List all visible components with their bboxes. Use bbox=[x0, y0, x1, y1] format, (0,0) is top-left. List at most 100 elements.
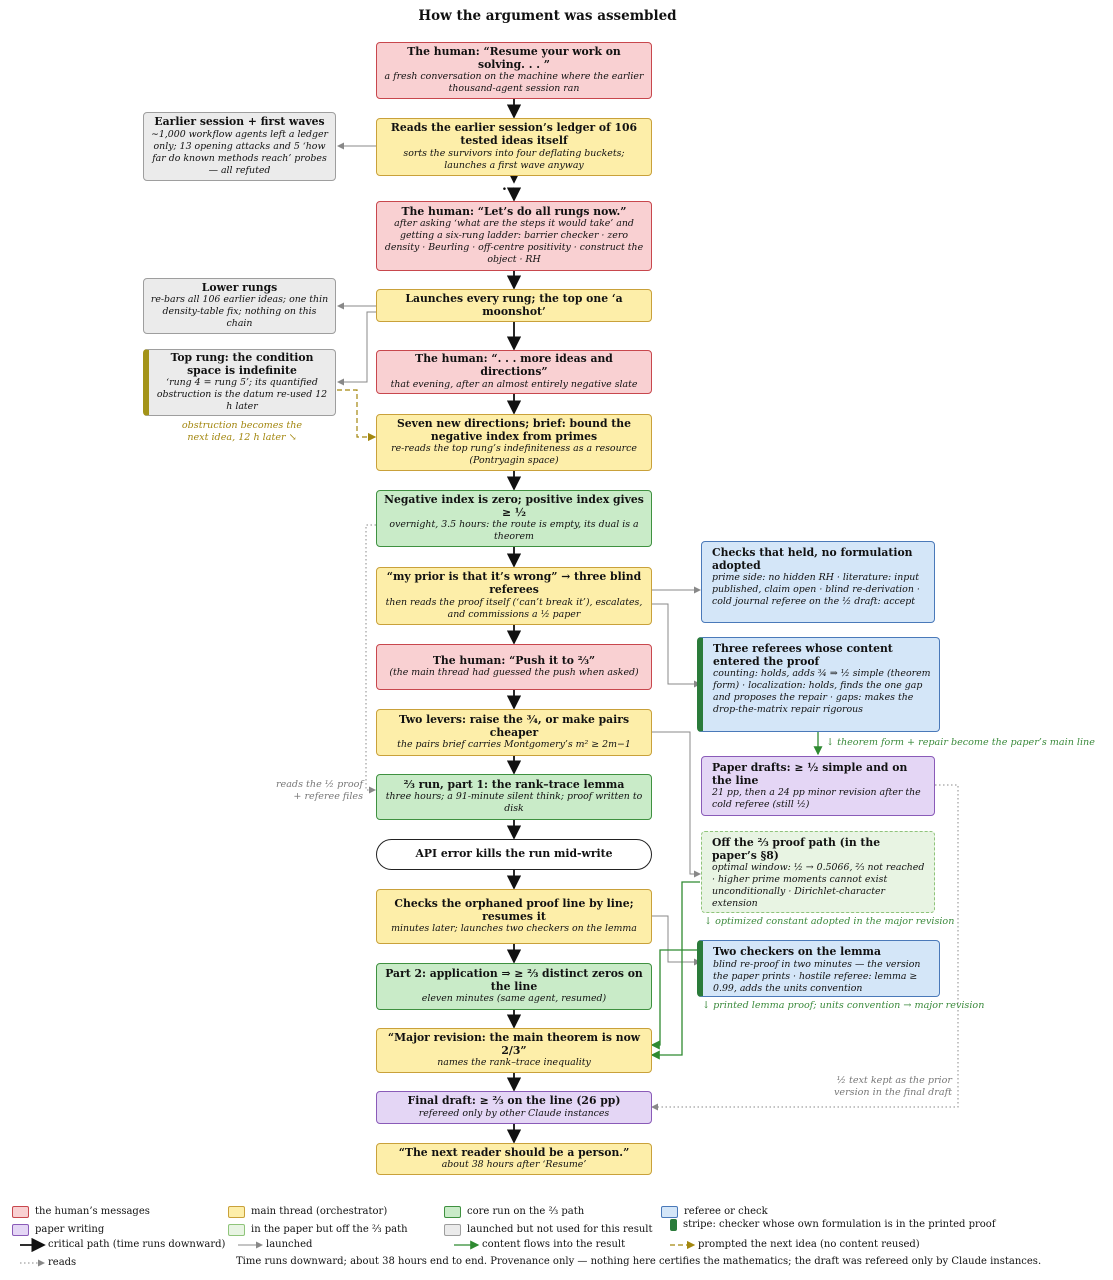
legend-green: core run on the ⅔ path bbox=[444, 1206, 584, 1218]
legend-reads: reads bbox=[48, 1257, 76, 1269]
box-levers: Two levers: raise the ¾, or make pairs c… bbox=[376, 709, 652, 756]
legend-stripe-label: stripe: checker whose own formulation is… bbox=[683, 1219, 996, 1230]
box-top-rung-head: Top rung: the condition space is indefin… bbox=[170, 350, 314, 377]
box-rungs: The human: “Let’s do all rungs now.” aft… bbox=[376, 201, 652, 271]
box-ledger: Reads the earlier session’s ledger of 10… bbox=[376, 118, 652, 176]
legend-critical: critical path (time runs downward) bbox=[48, 1239, 225, 1251]
box-prior: “my prior is that it’s wrong” → three bl… bbox=[376, 567, 652, 625]
box-seven-directions-head: Seven new directions; brief: bound the n… bbox=[397, 416, 631, 443]
legend-yellow: main thread (orchestrator) bbox=[228, 1206, 387, 1218]
box-paper-drafts-sub: 21 pp, then a 24 pp minor revision after… bbox=[712, 787, 921, 811]
legend-blue-label: referee or check bbox=[684, 1206, 768, 1217]
box-negative-index: Negative index is zero; positive index g… bbox=[376, 490, 652, 547]
box-lower-rungs: Lower rungs re-bars all 106 earlier idea… bbox=[143, 278, 336, 334]
box-off-path: Off the ⅔ proof path (in the paper’s §8)… bbox=[701, 831, 935, 913]
box-major-revision-head: “Major revision: the main theorem is now… bbox=[387, 1030, 641, 1057]
box-ledger-head: Reads the earlier session’s ledger of 10… bbox=[390, 121, 638, 147]
box-checks-held-sub: prime side: no hidden RH · literature: i… bbox=[712, 572, 920, 608]
box-seven-directions-sub: re-reads the top rung’s indefiniteness a… bbox=[391, 443, 637, 467]
box-part2-head: Part 2: application ⇒ ≥ ⅔ distinct zeros… bbox=[385, 966, 643, 993]
box-part2-sub: eleven minutes (same agent, resumed) bbox=[421, 993, 607, 1005]
box-earlier-session-head: Earlier session + first waves bbox=[154, 115, 325, 129]
box-two-checkers-sub: blind re-proof in two minutes — the vers… bbox=[713, 958, 921, 994]
box-top-rung-sub: ‘rung 4 = rung 5’; its quantified obstru… bbox=[156, 377, 328, 413]
box-launches-head: Launches every rung; the top one ‘a moon… bbox=[405, 291, 623, 318]
content-flow-arrows bbox=[650, 732, 823, 1060]
box-negative-index-sub: overnight, 3.5 hours: the route is empty… bbox=[389, 519, 639, 543]
box-earlier-session-sub: ∼1,000 workflow agents left a ledger onl… bbox=[150, 128, 329, 176]
box-push: The human: “Push it to ⅔” (the main thre… bbox=[376, 644, 652, 690]
box-paper-drafts: Paper drafts: ≥ ½ simple and on the line… bbox=[701, 756, 935, 816]
box-part1-sub: three hours; a 91-minute silent think; p… bbox=[385, 791, 643, 815]
box-prior-head: “my prior is that it’s wrong” → three bl… bbox=[386, 570, 642, 596]
box-next-reader-sub: about 38 hours after ‘Resume’ bbox=[441, 1159, 587, 1171]
box-launches: Launches every rung; the top one ‘a moon… bbox=[376, 289, 652, 322]
box-push-head: The human: “Push it to ⅔” bbox=[432, 653, 596, 667]
legend-content-label: content flows into the result bbox=[482, 1239, 626, 1250]
reads-arrows bbox=[365, 524, 959, 1111]
box-more-ideas-sub: that evening, after an almost entirely n… bbox=[390, 378, 638, 390]
box-resume: The human: “Resume your work on solving.… bbox=[376, 42, 652, 99]
legend-swatch-purple bbox=[12, 1224, 29, 1236]
box-three-referees-sub: counting: holds, adds ¾ ⇒ ½ simple (theo… bbox=[713, 668, 931, 716]
box-lower-rungs-head: Lower rungs bbox=[201, 280, 278, 294]
legend-blue: referee or check bbox=[661, 1206, 768, 1218]
box-final-draft-sub: refereed only by other Claude instances bbox=[418, 1107, 610, 1119]
box-api-error: API error kills the run mid-write bbox=[376, 839, 652, 870]
box-seven-directions: Seven new directions; brief: bound the n… bbox=[376, 414, 652, 471]
ellipsis-gap: … bbox=[502, 178, 517, 194]
box-paper-drafts-head: Paper drafts: ≥ ½ simple and on the line bbox=[712, 761, 908, 787]
box-final-draft: Final draft: ≥ ⅔ on the line (26 pp) ref… bbox=[376, 1091, 652, 1124]
box-three-referees: Three referees whose content entered the… bbox=[697, 637, 940, 732]
legend-launched-label: launched bbox=[266, 1239, 313, 1250]
box-rungs-head: The human: “Let’s do all rungs now.” bbox=[401, 204, 627, 218]
box-three-referees-head: Three referees whose content entered the… bbox=[713, 642, 893, 668]
box-resume-sub: a fresh conversation on the machine wher… bbox=[384, 71, 644, 95]
legend-purple-label: paper writing bbox=[35, 1224, 105, 1235]
legend-reads-label: reads bbox=[48, 1257, 77, 1268]
note-half-kept: ½ text kept as the prior version in the … bbox=[833, 1075, 952, 1098]
box-orphaned-proof-head: Checks the orphaned proof line by line; … bbox=[394, 896, 634, 923]
legend-swatch-red bbox=[12, 1206, 29, 1218]
box-off-path-sub: optimal window: ½ → 0.5066, ⅔ not reache… bbox=[712, 862, 925, 910]
box-api-error-head: API error kills the run mid-write bbox=[415, 847, 613, 861]
box-orphaned-proof: Checks the orphaned proof line by line; … bbox=[376, 889, 652, 944]
box-lower-rungs-sub: re-bars all 106 earlier ideas; one thin … bbox=[150, 294, 329, 330]
note-reads-half-proof: reads the ½ proof + referee files bbox=[275, 779, 363, 802]
legend-swatch-gray bbox=[444, 1224, 461, 1236]
legend-lgreen-label: in the paper but off the ⅔ path bbox=[251, 1224, 408, 1235]
box-negative-index-head: Negative index is zero; positive index g… bbox=[384, 492, 644, 519]
note-theorem-form: ↓ theorem form + repair become the paper… bbox=[826, 737, 1095, 748]
box-more-ideas-head: The human: “. . . more ideas and directi… bbox=[415, 352, 613, 378]
box-next-reader-head: “The next reader should be a person.” bbox=[398, 1145, 630, 1159]
box-prior-sub: then reads the proof itself (‘can’t brea… bbox=[385, 596, 643, 620]
legend-launched: launched bbox=[266, 1239, 312, 1251]
box-ledger-sub: sorts the survivors into four deflating … bbox=[403, 147, 625, 171]
legend-swatch-yellow bbox=[228, 1206, 245, 1218]
legend-green-label: core run on the ⅔ path bbox=[467, 1206, 585, 1217]
box-major-revision-sub: names the rank–trace inequality bbox=[437, 1057, 591, 1069]
legend-red: the human’s messages bbox=[12, 1206, 150, 1218]
legend-prompted-label: prompted the next idea (no content reuse… bbox=[698, 1239, 920, 1250]
legend-red-label: the human’s messages bbox=[35, 1206, 150, 1217]
legend-gray: launched but not used for this result bbox=[444, 1224, 652, 1236]
legend-prompted: prompted the next idea (no content reuse… bbox=[698, 1239, 920, 1251]
box-part2: Part 2: application ⇒ ≥ ⅔ distinct zeros… bbox=[376, 963, 652, 1010]
box-checks-held: Checks that held, no formulation adopted… bbox=[701, 541, 935, 623]
prompted-arrow bbox=[337, 389, 377, 442]
box-two-checkers-head: Two checkers on the lemma bbox=[713, 945, 881, 958]
box-orphaned-proof-sub: minutes later; launches two checkers on … bbox=[391, 923, 637, 935]
box-levers-sub: the pairs brief carries Montgomery’s m² … bbox=[397, 739, 631, 751]
box-off-path-head: Off the ⅔ proof path (in the paper’s §8) bbox=[712, 836, 881, 862]
box-resume-head: The human: “Resume your work on solving.… bbox=[407, 44, 621, 71]
note-optimized-constant: ↓ optimized constant adopted in the majo… bbox=[704, 916, 955, 927]
legend-swatch-lgreen bbox=[228, 1224, 245, 1236]
note-obstruction: obstruction becomes the next idea, 12 h … bbox=[181, 420, 303, 443]
legend-line-samples bbox=[20, 1237, 696, 1267]
legend-yellow-label: main thread (orchestrator) bbox=[251, 1206, 388, 1217]
legend-stripe: stripe: checker whose own formulation is… bbox=[670, 1219, 996, 1231]
footer-note: Time runs downward; about 38 hours end t… bbox=[236, 1256, 1042, 1267]
box-top-rung: Top rung: the condition space is indefin… bbox=[143, 349, 336, 416]
box-next-reader: “The next reader should be a person.” ab… bbox=[376, 1143, 652, 1175]
